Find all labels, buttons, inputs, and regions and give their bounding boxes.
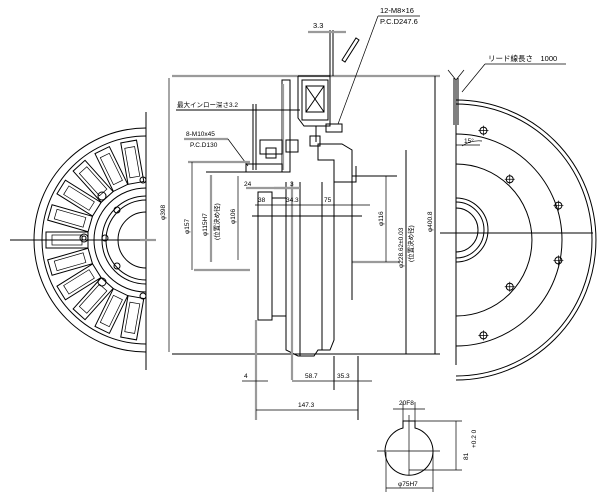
coil-slots <box>45 139 145 341</box>
dim-d115-note: (位置決め径) <box>212 203 221 240</box>
coil-slot <box>72 277 114 321</box>
coil-slot <box>120 295 145 341</box>
side-view: 12-M8×16 P.C.D247.6 3.3 最大インロー深さ3.2 8-M1… <box>160 6 440 420</box>
hole-icon <box>79 233 89 243</box>
coil-slot <box>56 179 102 217</box>
dim-38: 38 <box>258 197 266 204</box>
bolt-top-label: 12-M8×16 <box>380 6 414 15</box>
dim-35-3: 35.3 <box>337 373 350 380</box>
dim-d400: φ400.8 <box>427 211 434 232</box>
dim-147-3: 147.3 <box>298 402 315 409</box>
keyway-height: 81 <box>463 452 470 460</box>
coil-slot <box>94 287 129 335</box>
lead-outlet-icon <box>341 37 360 63</box>
keyway-width: 20F8 <box>399 400 414 407</box>
dim-d157: φ157 <box>184 219 191 234</box>
hole-icon <box>97 277 107 287</box>
dim-3: 3 <box>290 181 294 188</box>
right-front-view: 15° リード線長さ 1000 <box>440 53 597 381</box>
dim-4: 4 <box>244 373 248 380</box>
keyway-bore: φ75H7 <box>398 481 418 488</box>
hole-icon <box>101 234 109 242</box>
angle-arc <box>461 140 483 147</box>
bolt-top-pcd: P.C.D247.6 <box>380 17 418 26</box>
coil-slot <box>56 263 102 301</box>
dim-d228: φ228.62±0.03 <box>398 227 405 268</box>
hole-icon <box>113 206 121 214</box>
lead-wire-label: リード線長さ 1000 <box>488 53 557 63</box>
bolt-left-pcd: P.C.D130 <box>190 142 218 149</box>
dim-3-3: 3.3 <box>313 21 323 30</box>
dim-24: 24 <box>244 181 252 188</box>
dim-34-3: 34.3 <box>286 197 299 204</box>
keyway-detail: 20F8 81 +0.2 0 φ75H7 <box>377 400 478 492</box>
dim-58-7: 58.7 <box>305 373 318 380</box>
dim-d116: φ116 <box>378 211 385 226</box>
hole-icon <box>139 176 147 184</box>
hole-icon <box>113 262 121 270</box>
dim-d115: φ115H7 <box>202 213 209 236</box>
hole-icon <box>139 292 147 300</box>
dim-d228-note: (位置決め径) <box>406 225 415 262</box>
bolt-icon <box>309 135 321 147</box>
coil-slot <box>94 145 129 193</box>
hole-icon <box>97 191 107 201</box>
coil-housing <box>301 79 329 121</box>
coil-slot <box>120 139 145 185</box>
bolt-holes <box>478 125 564 341</box>
coil-slot <box>47 204 94 233</box>
dim-d106: φ106 <box>230 209 237 224</box>
keyway-height-tol: +0.2 0 <box>471 429 478 448</box>
dim-d398: φ398 <box>160 205 167 220</box>
bolt-left-label: 8-M10x45 <box>186 131 215 138</box>
dim-75: 75 <box>324 197 332 204</box>
spigot-depth-label: 最大インロー深さ3.2 <box>177 100 238 109</box>
coil-slot <box>47 247 94 276</box>
bolt-icon <box>325 123 343 133</box>
bolt-icon <box>259 139 283 155</box>
angle-label: 15° <box>464 137 474 145</box>
left-front-view <box>10 112 156 370</box>
coil-slot <box>72 159 114 203</box>
